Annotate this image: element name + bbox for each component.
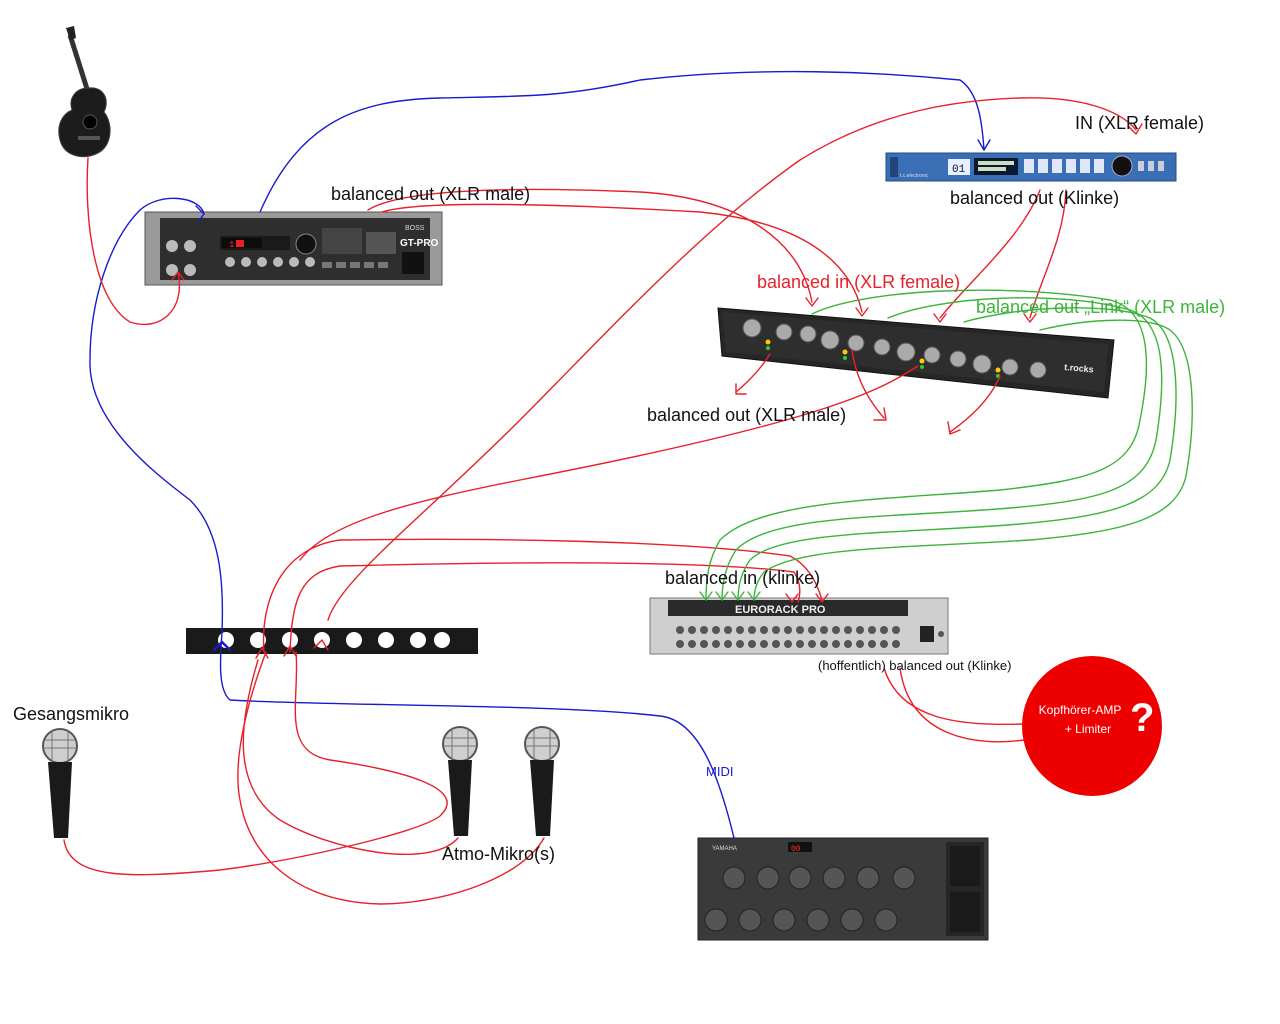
- label-trocks-balanced-in: balanced in (XLR female): [757, 272, 961, 292]
- label-trocks-balanced-out: balanced out (XLR male): [647, 405, 847, 425]
- tc-electronic-unit: 01 t.c.electronic: [885, 152, 1177, 182]
- cable-blue-gtpro-midi: [89, 197, 735, 839]
- cable-red-trocks-out-2: [851, 349, 885, 419]
- arrow-red-patch-1: [255, 647, 269, 659]
- cable-green-link-2: [721, 297, 1163, 601]
- tc-brand: t.c.electronic: [900, 173, 929, 179]
- cable-red-mixer-to-amp-1: [883, 667, 1023, 725]
- cable-red-tc-to-trocks-1: [939, 189, 1041, 319]
- yamaha-display-value: 00: [791, 845, 801, 854]
- atmo-microphone-2: [524, 726, 560, 836]
- cable-green-link-4: [753, 319, 1193, 601]
- arrow-red-trocks-in-1: [805, 297, 819, 307]
- headphone-amp-question-mark: ?: [1130, 696, 1155, 740]
- arrow-red-mixer-1: [785, 593, 799, 603]
- arrow-red-patch-2: [283, 645, 297, 657]
- arrow-green-mixer-2: [715, 591, 729, 601]
- cable-red-gtpro-to-trocks-2: [381, 203, 863, 313]
- acoustic-guitar: [58, 26, 111, 158]
- cable-red-gtpro-to-tc-in: [327, 97, 1137, 621]
- arrow-red-trocks-in-4: [1023, 313, 1037, 323]
- headphone-amp-line-2: + Limiter: [1064, 722, 1112, 736]
- trocks-splitter-unit: t.rocks: [717, 307, 1115, 399]
- cable-red-trocks-out-3: [299, 365, 919, 561]
- label-atmo-mics: Atmo-Mikro(s): [442, 844, 555, 864]
- label-tc-balanced-out: balanced out (Klinke): [950, 188, 1120, 208]
- cable-red-atmo-to-patch-1: [242, 659, 459, 855]
- arrow-green-mixer-3: [731, 591, 745, 601]
- cable-red-tc-to-trocks-2: [1029, 189, 1067, 319]
- cable-red-patch-to-mixer-2: [289, 562, 801, 653]
- gtpro-brand: BOSS: [405, 225, 425, 232]
- arrow-blue-patch: [212, 640, 232, 652]
- arrow-blue-tc-in: [977, 139, 991, 151]
- arrow-red-trocks-out-2: [873, 407, 887, 421]
- arrow-red-gtpro-in: [171, 271, 185, 281]
- arrow-green-mixer-4: [747, 591, 761, 601]
- cable-red-trocks-out-1: [735, 353, 771, 393]
- arrow-red-tc-in: [1127, 123, 1143, 135]
- cable-red-guitar-to-gtpro: [86, 157, 181, 326]
- label-mixer-balanced-out: (hoffentlich) balanced out (Klinke): [818, 658, 1012, 673]
- label-tc-in: IN (XLR female): [1075, 113, 1205, 133]
- yamaha-brand: YAMAHA: [712, 846, 737, 852]
- atmo-microphone-1: [442, 726, 478, 836]
- cable-red-atmo-to-patch-2: [237, 651, 545, 905]
- arrow-red-trocks-in-2: [855, 307, 869, 317]
- arrow-red-trocks-out-4: [947, 421, 961, 435]
- patch-panel: [186, 628, 478, 654]
- cable-red-trocks-out-4: [949, 375, 1001, 433]
- eurorack-mixer-unit: EURORACK PRO: [649, 597, 949, 655]
- label-trocks-link-out: balanced out „Link“ (XLR male): [976, 297, 1226, 317]
- yamaha-foot-controller: YAMAHA 00: [697, 837, 989, 941]
- arrow-green-mixer-1: [699, 591, 713, 601]
- cable-red-vocal-to-patch: [63, 651, 448, 876]
- label-mixer-balanced-in: balanced in (klinke): [665, 568, 821, 588]
- arrow-red-trocks-in-3: [933, 313, 947, 323]
- vocal-microphone: [42, 728, 78, 838]
- cable-green-link-1: [705, 289, 1148, 601]
- cable-blue-gtpro-to-tc: [259, 70, 985, 213]
- cable-green-link-3: [737, 307, 1177, 601]
- trocks-brand: t.rocks: [1064, 362, 1094, 375]
- gtpro-display-value: 1: [229, 240, 234, 250]
- cable-red-gtpro-to-trocks-1: [367, 188, 813, 303]
- tc-display-value: 01: [952, 164, 966, 176]
- gtpro-model: GT-PRO: [400, 238, 439, 249]
- label-gtpro-balanced-out: balanced out (XLR male): [331, 184, 531, 204]
- headphone-amp-circle: [1022, 656, 1162, 796]
- arrow-red-trocks-out-1: [735, 383, 747, 395]
- boss-gt-pro-unit: BOSS GT-PRO 1: [144, 211, 443, 286]
- label-vocal-mic: Gesangsmikro: [13, 704, 130, 724]
- arrow-red-mixer-2: [815, 593, 829, 603]
- mixer-brand: EURORACK PRO: [735, 604, 826, 616]
- cable-red-mixer-to-amp-2: [899, 667, 1025, 743]
- arrow-red-patch-3: [313, 639, 329, 651]
- label-midi: MIDI: [706, 764, 734, 779]
- headphone-amp-line-1: Kopfhörer-AMP: [1038, 703, 1122, 717]
- arrow-blue-gtpro-in: [195, 205, 205, 223]
